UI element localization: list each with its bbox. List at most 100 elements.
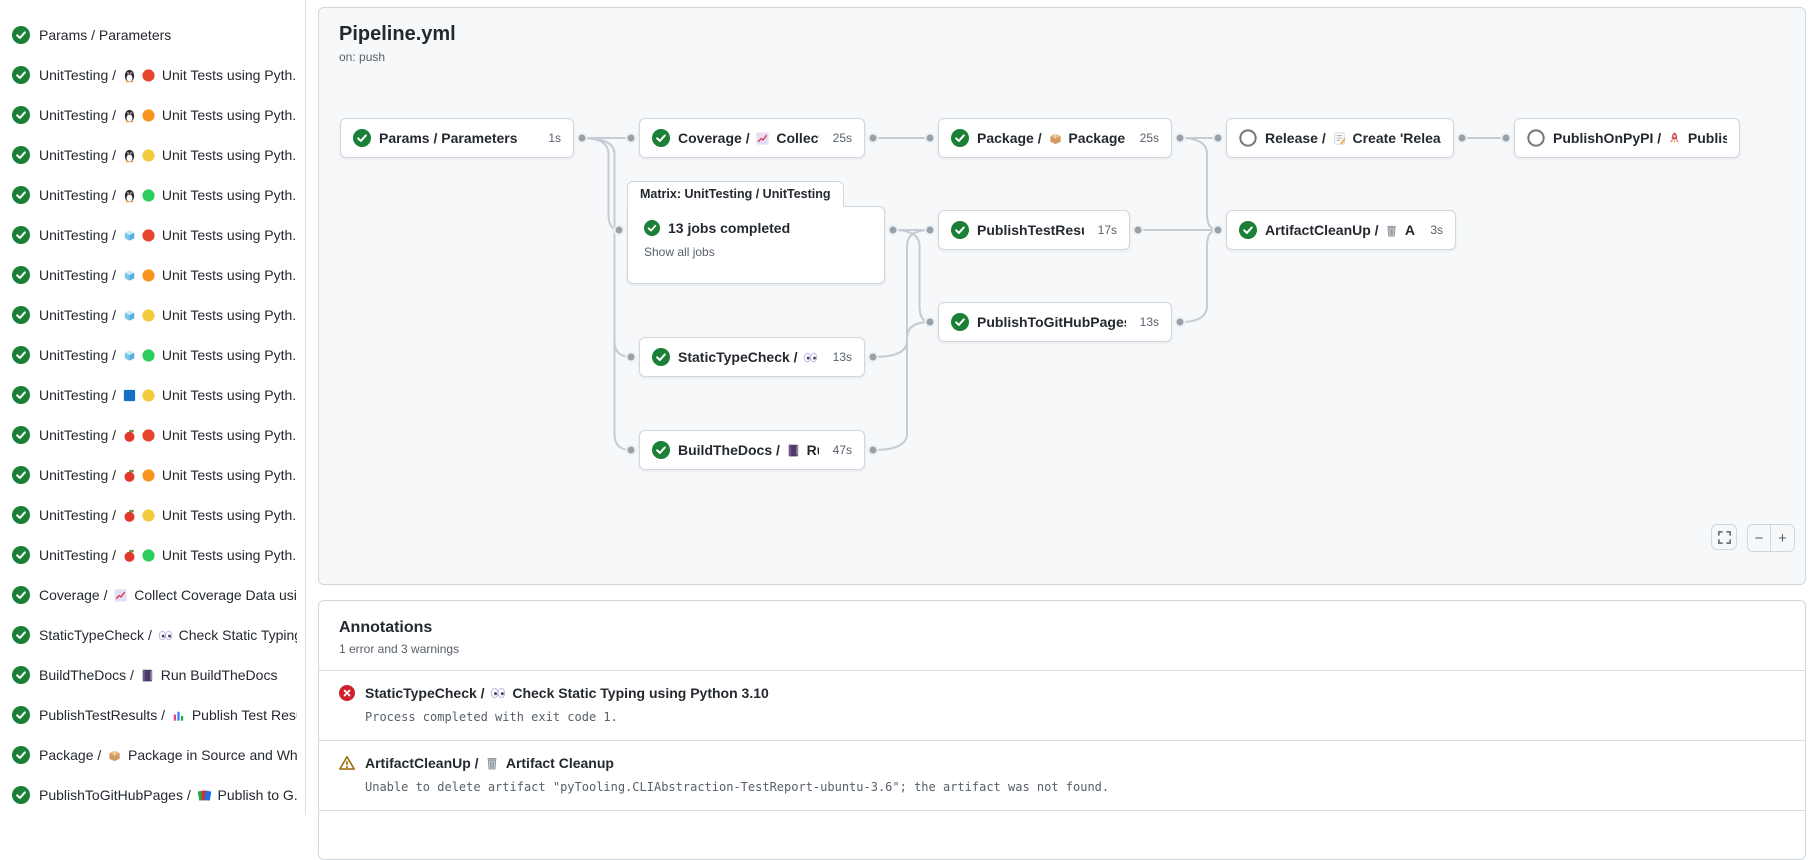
job-node-label: StaticTypeCheck / Chec... (678, 349, 819, 365)
matrix-card[interactable]: 13 jobs completed Show all jobs (627, 206, 885, 284)
penguin-icon (122, 148, 137, 163)
annotation-error: StaticTypeCheck / Check Static Typing us… (319, 670, 1805, 740)
job-duration: 25s (1139, 131, 1159, 145)
annotations-card: Annotations 1 error and 3 warnings Stati… (318, 600, 1806, 860)
status-success-icon (12, 706, 30, 724)
yellow-circle-icon (141, 508, 156, 523)
sidebar-job-label: UnitTesting / Unit Tests using Pyth... (39, 467, 297, 483)
sidebar-job-item[interactable]: Params / Parameters (0, 15, 305, 55)
status-success-icon (12, 466, 30, 484)
graph-node-publishtogithubpages[interactable]: PublishToGitHubPages / ...13s (938, 302, 1172, 342)
graph-node-release[interactable]: Release / Create 'Release P... (1226, 118, 1454, 158)
sidebar-job-item[interactable]: BuildTheDocs / Run BuildTheDocs (0, 655, 305, 695)
eyes-icon (803, 350, 818, 365)
blue-square-icon (122, 388, 137, 403)
wastebasket-icon (484, 755, 500, 771)
apple-icon (122, 428, 137, 443)
sidebar-job-label: UnitTesting / Unit Tests using Pyth... (39, 387, 297, 403)
red-circle-icon (141, 68, 156, 83)
sidebar-job-label: UnitTesting / Unit Tests using Pyth... (39, 267, 297, 283)
sidebar-job-item[interactable]: Coverage / Collect Coverage Data usi... (0, 575, 305, 615)
sidebar-job-item[interactable]: UnitTesting / Unit Tests using Pyth... (0, 55, 305, 95)
status-success-icon (951, 313, 969, 331)
yellow-circle-icon (141, 308, 156, 323)
sidebar-job-item[interactable]: UnitTesting / Unit Tests using Pyth... (0, 495, 305, 535)
sidebar-job-label: UnitTesting / Unit Tests using Pyth... (39, 227, 297, 243)
status-success-icon (951, 221, 969, 239)
red-circle-icon (141, 428, 156, 443)
job-duration: 3s (1430, 223, 1443, 237)
sidebar-job-item[interactable]: UnitTesting / Unit Tests using Pyth... (0, 255, 305, 295)
status-success-icon (12, 306, 30, 324)
matrix-summary-label: 13 jobs completed (668, 220, 791, 236)
green-circle-icon (141, 548, 156, 563)
status-skipped-icon (1239, 129, 1257, 147)
penguin-icon (122, 188, 137, 203)
sidebar-job-item[interactable]: UnitTesting / Unit Tests using Pyth... (0, 455, 305, 495)
graph-node-artifactcleanup[interactable]: ArtifactCleanUp / Artifac... 3s (1226, 210, 1456, 250)
penguin-icon (122, 108, 137, 123)
workflow-trigger: on: push (339, 50, 386, 64)
sidebar-job-item[interactable]: UnitTesting / Unit Tests using Pyth... (0, 135, 305, 175)
yellow-circle-icon (141, 148, 156, 163)
graph-node-coverage[interactable]: Coverage / Collect Cove...25s (639, 118, 865, 158)
sidebar-job-label: UnitTesting / Unit Tests using Pyth... (39, 307, 297, 323)
sidebar-job-item[interactable]: UnitTesting / Unit Tests using Pyth... (0, 175, 305, 215)
yellow-circle-icon (141, 388, 156, 403)
zoom-button-group: − + (1747, 524, 1795, 552)
matrix-tab-label[interactable]: Matrix: UnitTesting / UnitTesting (627, 181, 844, 207)
annotation-message: Process completed with exit code 1. (365, 710, 618, 724)
status-skipped-icon (1527, 129, 1545, 147)
rocket-icon (1667, 131, 1682, 146)
sidebar-job-item[interactable]: StaticTypeCheck / Check Static Typing... (0, 615, 305, 655)
annotations-title: Annotations (339, 619, 433, 636)
graph-node-buildthedocs[interactable]: BuildTheDocs / Run Buil...47s (639, 430, 865, 470)
sidebar-job-item[interactable]: UnitTesting / Unit Tests using Pyth... (0, 535, 305, 575)
annotation-job-link[interactable]: StaticTypeCheck / Check Static Typing us… (365, 685, 769, 701)
sidebar-job-label: UnitTesting / Unit Tests using Pyth... (39, 347, 297, 363)
fullscreen-button[interactable] (1711, 524, 1737, 550)
ice-cube-icon (122, 228, 137, 243)
sidebar-job-label: BuildTheDocs / Run BuildTheDocs (39, 667, 278, 683)
apple-icon (122, 508, 137, 523)
sidebar-job-item[interactable]: UnitTesting / Unit Tests using Pyth... (0, 415, 305, 455)
sidebar-job-item[interactable]: UnitTesting / Unit Tests using Pyth... (0, 95, 305, 135)
orange-circle-icon (141, 268, 156, 283)
graph-node-publishtestresults[interactable]: PublishTestResults / Pu...17s (938, 210, 1130, 250)
job-node-label: PublishToGitHubPages / ... (977, 314, 1126, 330)
show-all-jobs-link[interactable]: Show all jobs (644, 245, 715, 259)
green-circle-icon (141, 348, 156, 363)
annotations-header: Annotations 1 error and 3 warnings (319, 601, 1805, 670)
job-node-label: Package / Package in So... (977, 130, 1126, 146)
status-success-icon (12, 146, 30, 164)
sidebar-job-item[interactable]: UnitTesting / Unit Tests using Pyth... (0, 215, 305, 255)
status-success-icon (652, 441, 670, 459)
sidebar-job-item[interactable]: UnitTesting / Unit Tests using Pyth... (0, 335, 305, 375)
annotation-job-link[interactable]: ArtifactCleanUp / Artifact Cleanup (365, 755, 614, 771)
package-icon (107, 748, 122, 763)
notebook-icon (786, 443, 801, 458)
job-node-label: ArtifactCleanUp / Artifac... (1265, 222, 1416, 238)
graph-node-statictypecheck[interactable]: StaticTypeCheck / Chec... 13s (639, 337, 865, 377)
status-success-icon (12, 346, 30, 364)
sidebar-job-item[interactable]: UnitTesting / Unit Tests using Pyth... (0, 295, 305, 335)
graph-node-publishonpypi[interactable]: PublishOnPyPI / Publish to ... (1514, 118, 1740, 158)
job-node-label: Params / Parameters (379, 130, 518, 146)
status-success-icon (12, 266, 30, 284)
status-success-icon (12, 786, 30, 804)
sidebar-job-item[interactable]: PublishToGitHubPages / Publish to G... (0, 775, 305, 815)
sidebar-job-item[interactable]: UnitTesting / Unit Tests using Pyth... (0, 375, 305, 415)
zoom-out-button[interactable]: − (1748, 525, 1771, 551)
job-duration: 13s (832, 350, 852, 364)
graph-zoom-controls: − + (1711, 524, 1795, 552)
sidebar-job-item[interactable]: PublishTestResults / Publish Test Resu..… (0, 695, 305, 735)
sidebar-job-label: Params / Parameters (39, 27, 172, 43)
graph-node-package[interactable]: Package / Package in So... 25s (938, 118, 1172, 158)
red-circle-icon (141, 228, 156, 243)
zoom-in-button[interactable]: + (1771, 525, 1794, 551)
sidebar-job-item[interactable]: Package / Package in Source and Wh... (0, 735, 305, 775)
status-success-icon (12, 546, 30, 564)
job-sidebar: Params / Parameters UnitTesting / Unit T… (0, 0, 306, 815)
